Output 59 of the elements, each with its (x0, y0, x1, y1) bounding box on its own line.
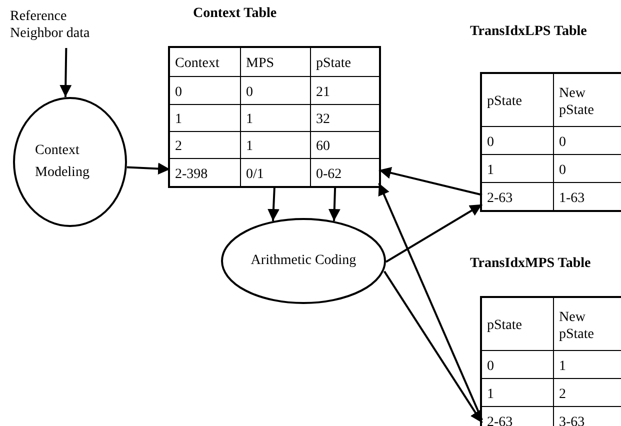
arrow (126, 162, 170, 175)
arrow (385, 204, 483, 263)
table-cell-text: 2-398 (174, 166, 209, 184)
process-ellipse (13, 97, 127, 227)
table-cell: 1 (240, 132, 310, 158)
header-cell: pState (310, 48, 379, 76)
arrow (384, 270, 483, 424)
table-cell: 1 (240, 105, 310, 131)
table-cell: 2 (553, 379, 621, 406)
table-cell-text: 1 (486, 162, 495, 180)
table-cell: 0 (553, 127, 621, 154)
table-cell-text: 1 (174, 111, 183, 129)
table-cell: 21 (310, 77, 379, 104)
lookup-table (468, 256, 621, 426)
table-title: TransIdxLPS Table (470, 24, 587, 40)
table-cell: 0/1 (240, 159, 310, 186)
table-cell-text: 0 (486, 134, 495, 152)
table-title: TransIdxMPS Table (470, 256, 591, 272)
table-cell-text: 0 (486, 358, 495, 376)
table-title: Context Table (193, 6, 277, 22)
table-cell-text: 0 (174, 84, 183, 102)
table-row (170, 104, 379, 131)
arrow (268, 186, 280, 222)
lookup-table (468, 24, 621, 210)
arrow (328, 186, 340, 222)
table-row (482, 378, 621, 406)
input-label: Reference Neighbor data (10, 8, 116, 48)
table-row (482, 350, 621, 378)
table-cell: 0 (240, 77, 310, 104)
table-row (170, 76, 379, 104)
table-cell: 60 (310, 132, 379, 158)
arrow (60, 48, 72, 98)
process-label: Arithmetic Coding (250, 252, 358, 270)
table-row (170, 158, 379, 186)
table-row (482, 182, 621, 210)
table-row (482, 126, 621, 154)
table-cell-text: 2-63 (486, 414, 514, 426)
arrow (378, 167, 482, 196)
table-cell-text: 2 (174, 138, 183, 156)
table-cell: 0 (553, 155, 621, 182)
header-cell: New pState (553, 298, 621, 350)
table-cell: 3-63 (553, 407, 621, 426)
table-cell: 1 (553, 351, 621, 378)
table-cell: 0-62 (310, 159, 379, 186)
header-cell-text: pState (486, 93, 523, 111)
header-cell: New pState (553, 74, 621, 126)
arrow (378, 182, 483, 420)
process-ellipse (221, 218, 386, 304)
table-row (170, 131, 379, 158)
table-row (482, 154, 621, 182)
process-label: Context Modeling (34, 142, 90, 182)
table-row (482, 406, 621, 426)
header-cell-text: Context (174, 55, 220, 73)
header-cell-text: pState (486, 317, 523, 335)
table-cell-text: 2-63 (486, 190, 514, 208)
table-cell: 32 (310, 105, 379, 131)
table-cell-text: 1 (486, 386, 495, 404)
table-cell: 1-63 (553, 183, 621, 210)
header-cell: MPS (240, 48, 310, 76)
